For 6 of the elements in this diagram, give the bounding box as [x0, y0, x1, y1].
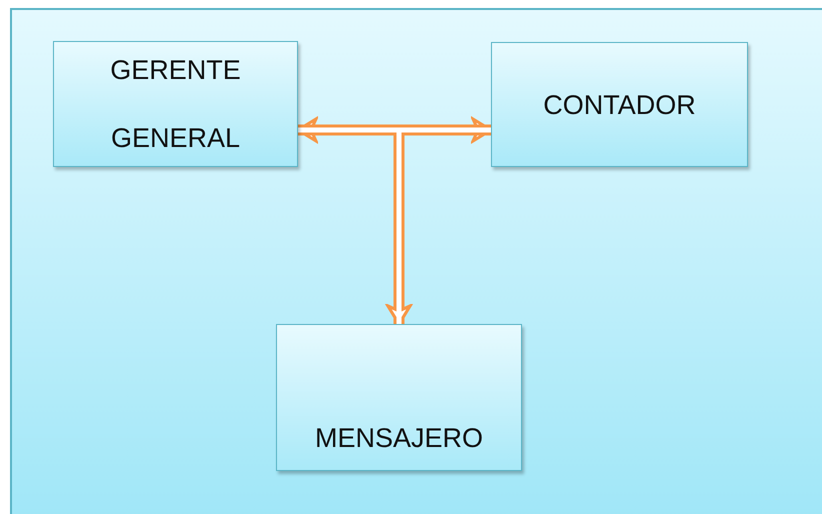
- role-box: [53, 41, 298, 167]
- role-box: [276, 324, 522, 471]
- role-box: [491, 42, 748, 167]
- role-label: GERENTE GENERAL: [109, 54, 242, 155]
- role-label: MENSAJERO: [314, 422, 484, 454]
- role-label: CONTADOR: [543, 88, 696, 120]
